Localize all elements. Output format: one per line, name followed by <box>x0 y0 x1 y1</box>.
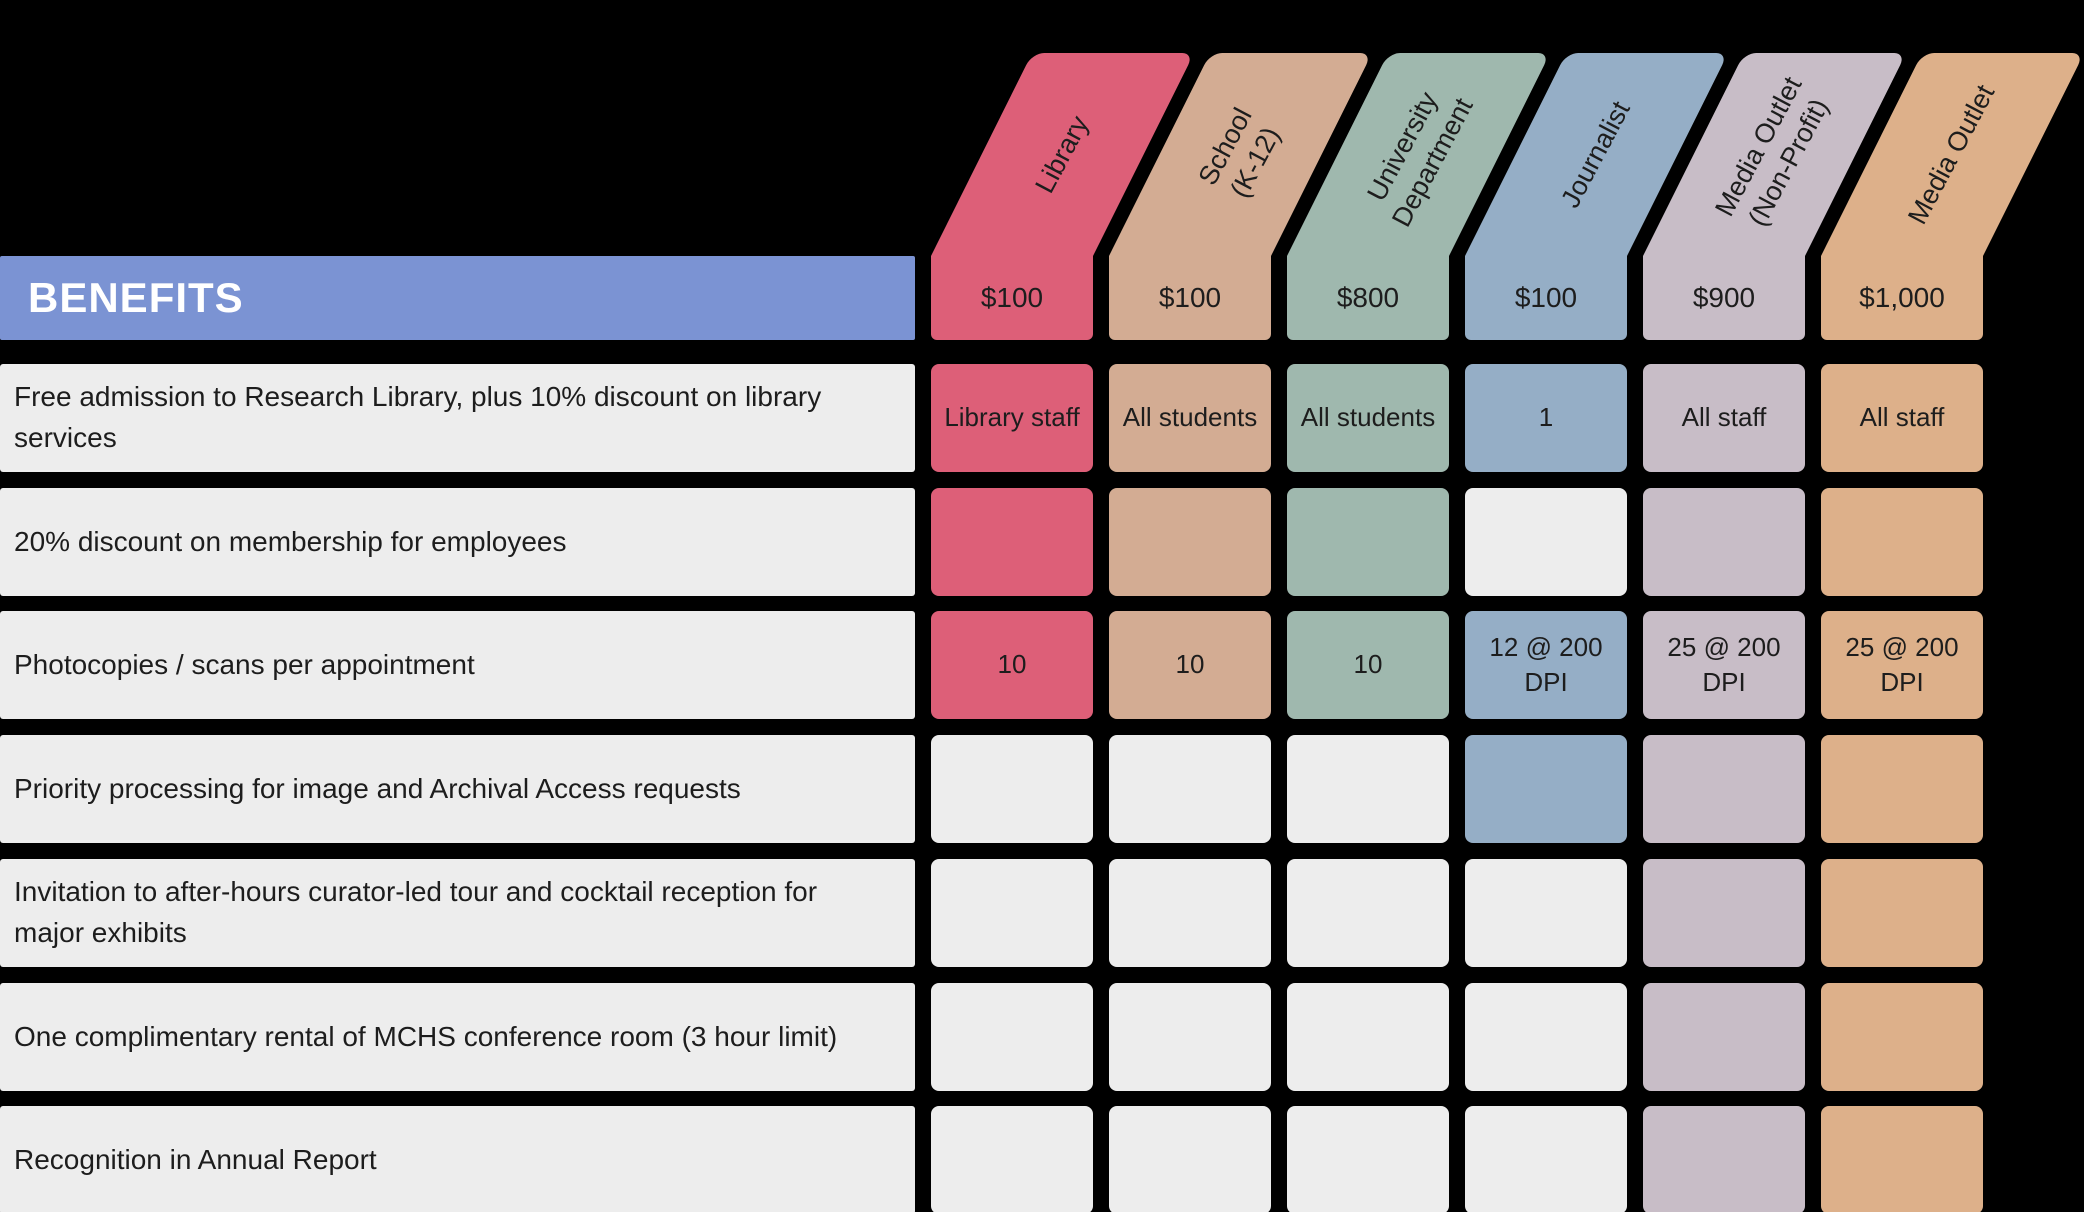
benefit-cell <box>1465 488 1627 596</box>
benefit-cell <box>1821 488 1983 596</box>
column-price: $1,000 <box>1821 256 1983 340</box>
benefit-row-label: Free admission to Research Library, plus… <box>0 364 915 472</box>
column-price: $100 <box>1465 256 1627 340</box>
benefit-cell <box>931 735 1093 843</box>
benefit-cell <box>1287 488 1449 596</box>
benefit-cell <box>1821 735 1983 843</box>
benefit-cell <box>1109 859 1271 967</box>
column-price: $900 <box>1643 256 1805 340</box>
benefit-row-label: One complimentary rental of MCHS confere… <box>0 983 915 1091</box>
benefit-text: 20% discount on membership for employees <box>14 525 567 557</box>
column-price: $100 <box>931 256 1093 340</box>
benefit-row-label: Priority processing for image and Archiv… <box>0 735 915 843</box>
benefit-cell <box>1643 983 1805 1091</box>
column-header-label: Media Outlet <box>1902 79 2002 229</box>
benefit-cell <box>1109 735 1271 843</box>
benefit-cell: 1 <box>1465 364 1627 472</box>
benefit-text: Photocopies / scans per appointment <box>14 648 475 680</box>
benefit-text: Free admission to Research Library, plus… <box>14 381 822 453</box>
benefit-cell <box>1643 859 1805 967</box>
benefit-cell <box>931 1106 1093 1212</box>
benefit-cell <box>1821 983 1983 1091</box>
column-header-label: University Department <box>1361 86 1480 232</box>
column-header-label: Library <box>1029 110 1095 198</box>
benefits-title: BENEFITS <box>28 274 244 321</box>
benefit-cell: 25 @ 200 DPI <box>1821 611 1983 719</box>
benefit-cell: 12 @ 200 DPI <box>1465 611 1627 719</box>
benefit-cell <box>1643 1106 1805 1212</box>
benefit-cell <box>1109 1106 1271 1212</box>
benefit-cell <box>1465 859 1627 967</box>
column-header-label: Media Outlet (Non-Profit) <box>1709 71 1835 231</box>
benefit-cell: 10 <box>1109 611 1271 719</box>
benefit-row-label: 20% discount on membership for employees <box>0 488 915 596</box>
benefit-row-label: Photocopies / scans per appointment <box>0 611 915 719</box>
benefit-cell <box>1287 1106 1449 1212</box>
benefit-cell: Library staff <box>931 364 1093 472</box>
column-header-label: School (K-12) <box>1192 102 1286 203</box>
benefit-cell <box>931 859 1093 967</box>
benefit-cell <box>1465 983 1627 1091</box>
benefit-text: Invitation to after-hours curator-led to… <box>14 876 818 948</box>
benefit-cell: All staff <box>1643 364 1805 472</box>
column-price: $800 <box>1287 256 1449 340</box>
benefit-cell <box>1109 983 1271 1091</box>
benefit-cell <box>1287 735 1449 843</box>
benefit-cell <box>1465 735 1627 843</box>
benefit-cell <box>1287 983 1449 1091</box>
benefit-cell <box>1109 488 1271 596</box>
column-header-label: Journalist <box>1555 96 1637 213</box>
benefit-cell: 10 <box>1287 611 1449 719</box>
benefit-cell: All students <box>1287 364 1449 472</box>
benefits-header-bar: BENEFITS <box>0 256 915 340</box>
benefit-cell <box>931 983 1093 1091</box>
benefit-cell <box>1287 859 1449 967</box>
benefit-text: One complimentary rental of MCHS confere… <box>14 1020 838 1052</box>
benefit-row-label: Invitation to after-hours curator-led to… <box>0 859 915 967</box>
benefit-cell: All students <box>1109 364 1271 472</box>
benefit-cell <box>931 488 1093 596</box>
benefit-text: Priority processing for image and Archiv… <box>14 772 741 804</box>
benefit-row-label: Recognition in Annual Report <box>0 1106 915 1212</box>
column-price: $100 <box>1109 256 1271 340</box>
benefit-cell: 10 <box>931 611 1093 719</box>
benefit-cell: 25 @ 200 DPI <box>1643 611 1805 719</box>
benefit-cell <box>1821 1106 1983 1212</box>
benefit-cell <box>1821 859 1983 967</box>
benefit-text: Recognition in Annual Report <box>14 1143 377 1175</box>
benefit-cell: All staff <box>1821 364 1983 472</box>
benefit-cell <box>1643 735 1805 843</box>
benefit-cell <box>1643 488 1805 596</box>
benefit-cell <box>1465 1106 1627 1212</box>
